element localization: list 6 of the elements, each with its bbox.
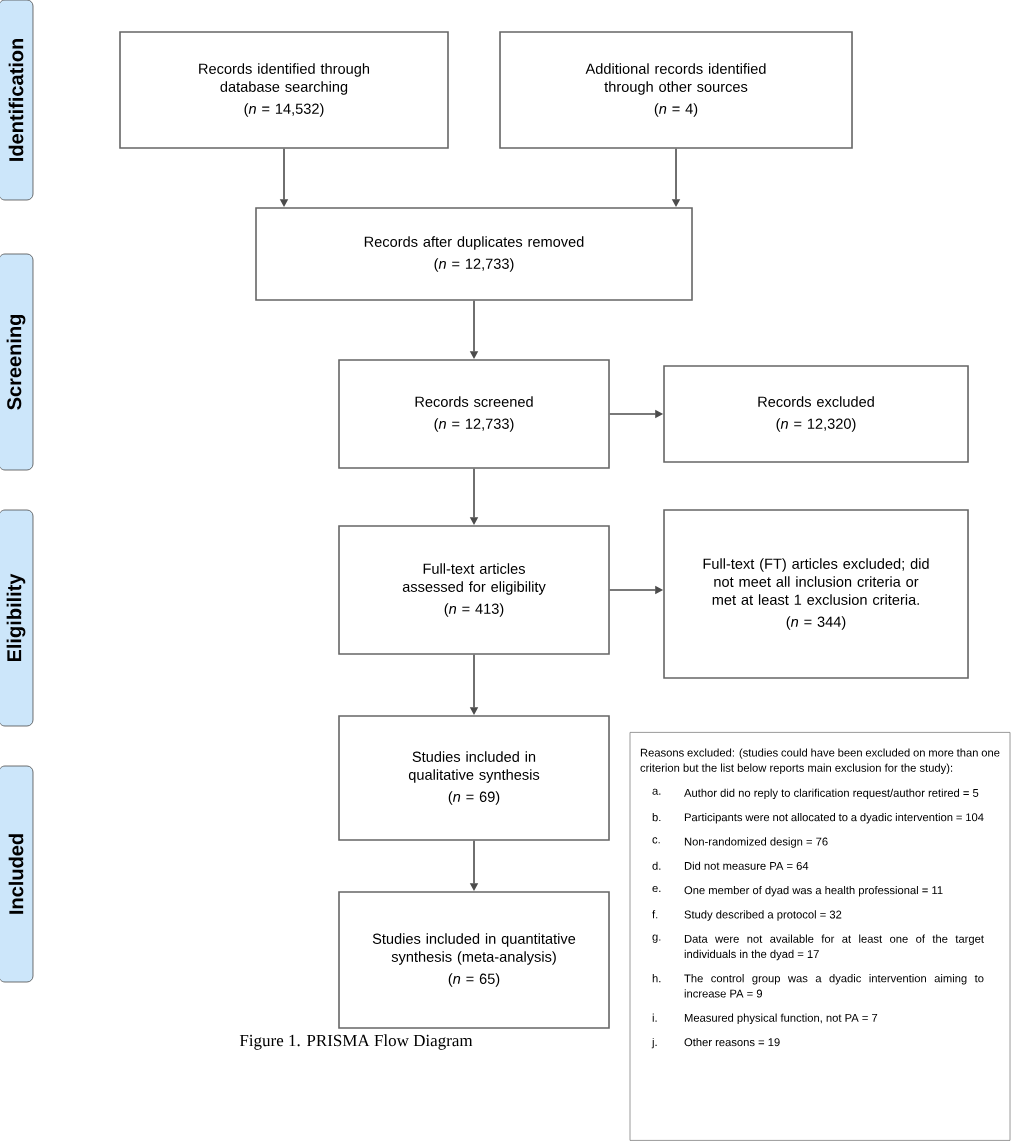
stage-band: Eligibility [0,509,34,727]
stage-band: Screening [0,253,34,471]
stage-band: Included [0,765,34,983]
note-box [629,732,1011,1141]
caption: Figure 1. PRISMA Flow Diagram [239,1034,473,1050]
stage-band: Identification [0,0,34,201]
